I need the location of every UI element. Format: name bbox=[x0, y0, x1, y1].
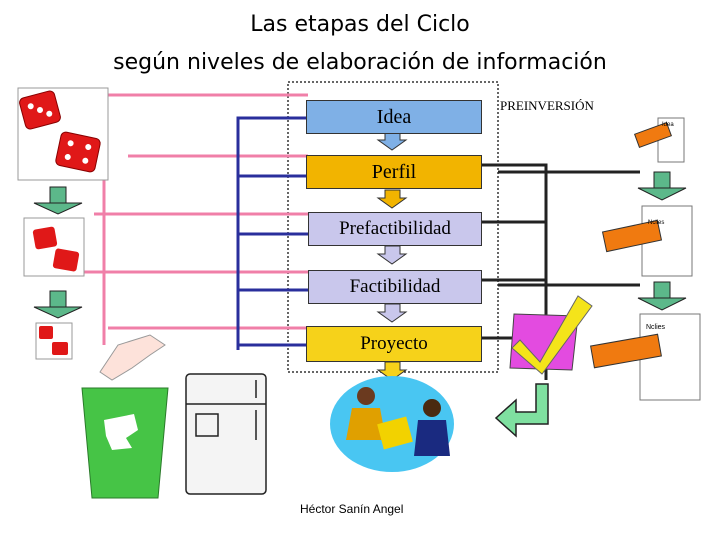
down-arrow-icon bbox=[33, 290, 83, 319]
blue-connectors bbox=[236, 116, 308, 350]
note-label: Nclies bbox=[646, 324, 666, 331]
pen-notepad-icon bbox=[590, 313, 701, 401]
return-arrow-icon bbox=[494, 383, 549, 438]
down-arrow-icon bbox=[637, 281, 687, 311]
dice-icon bbox=[23, 217, 85, 277]
refrigerator-icon bbox=[185, 373, 267, 495]
stage-perfil: Perfil bbox=[306, 155, 482, 189]
checkmark-icon bbox=[509, 295, 593, 375]
stage-arrows bbox=[376, 131, 408, 381]
pen-notepad-icon bbox=[601, 205, 693, 277]
pink-connectors bbox=[84, 93, 308, 345]
down-arrow-icon bbox=[637, 171, 687, 201]
dice-icon bbox=[35, 322, 73, 360]
note-label: Idea bbox=[662, 122, 674, 128]
stage-idea: Idea bbox=[306, 100, 482, 134]
trash-bin-icon bbox=[81, 387, 169, 499]
down-arrow-icon bbox=[33, 186, 83, 215]
title-line-2: según niveles de elaboración de informac… bbox=[113, 50, 607, 75]
title-line-1: Las etapas del Ciclo bbox=[250, 12, 470, 37]
note-label: Nclies bbox=[648, 220, 665, 226]
stage-proyecto: Proyecto bbox=[306, 326, 482, 362]
author-credit: Héctor Sanín Angel bbox=[300, 502, 404, 516]
stage-factibilidad: Factibilidad bbox=[308, 270, 482, 304]
dice-icon bbox=[17, 87, 109, 181]
phase-label: PREINVERSIÓN bbox=[500, 98, 594, 113]
stage-prefactibilidad: Prefactibilidad bbox=[308, 212, 482, 246]
hand-icon bbox=[99, 334, 166, 381]
pen-notepad-icon bbox=[633, 117, 685, 163]
people-meeting-icon bbox=[330, 376, 454, 472]
